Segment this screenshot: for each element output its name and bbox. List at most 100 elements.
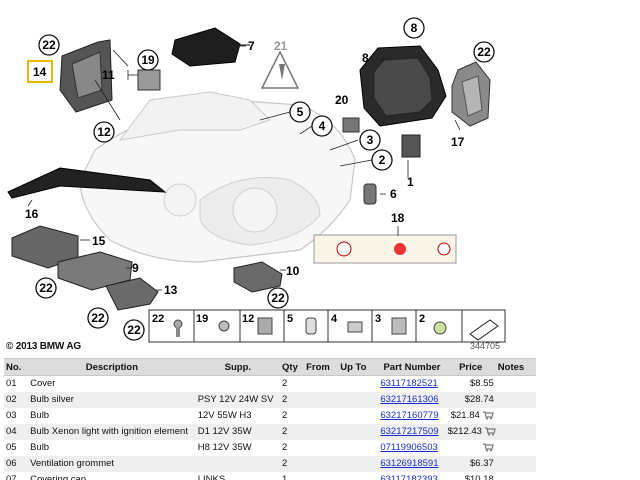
callout-16[interactable]: 16 xyxy=(25,207,39,221)
callout-9[interactable]: 9 xyxy=(132,261,139,275)
row-description: Covering cap xyxy=(28,471,196,480)
callout-18[interactable]: 18 xyxy=(391,211,405,225)
row-from xyxy=(304,423,339,440)
row-part-number: 63217160779 xyxy=(378,407,446,424)
callout-19[interactable]: 19 xyxy=(141,53,155,67)
price-value: $28.74 xyxy=(464,394,494,405)
callout-13[interactable]: 13 xyxy=(164,283,178,297)
headlight-housing xyxy=(79,91,356,263)
row-notes xyxy=(495,375,536,392)
col-upto: Up To xyxy=(338,358,379,376)
row-upto xyxy=(338,423,379,440)
callout-4[interactable]: 4 xyxy=(319,119,326,133)
callout-22e[interactable]: 22 xyxy=(91,311,105,325)
callout-21[interactable]: 21 xyxy=(274,39,288,53)
row-upto xyxy=(338,455,379,472)
callout-10[interactable]: 10 xyxy=(286,264,300,278)
callout-22[interactable]: 22 xyxy=(42,38,56,52)
col-notes: Notes xyxy=(495,358,536,376)
row-qty: 1 xyxy=(280,471,305,480)
row-upto xyxy=(338,439,379,456)
row-from xyxy=(304,471,339,480)
part-number-link[interactable]: 63126918591 xyxy=(380,458,439,469)
row-price: $10.18 xyxy=(445,471,496,480)
row-description: Cover xyxy=(28,375,196,392)
callout-2[interactable]: 2 xyxy=(379,153,386,167)
callout-14-highlighted[interactable]: 14 xyxy=(33,65,47,79)
row-no: 06 xyxy=(4,455,29,472)
callout-22c[interactable]: 22 xyxy=(477,45,491,59)
row-price: $6.37 xyxy=(445,455,496,472)
callout-22b[interactable]: 8 xyxy=(411,21,418,35)
price-value: $6.37 xyxy=(470,458,494,469)
row-no: 07 xyxy=(4,471,29,480)
table-header-row: No. Description Supp. Qty From Up To Par… xyxy=(4,358,536,376)
col-from: From xyxy=(304,358,339,376)
row-from xyxy=(304,407,339,424)
legend-4[interactable]: 4 xyxy=(331,313,338,325)
row-supp xyxy=(195,375,281,392)
callout-17[interactable]: 17 xyxy=(451,135,465,149)
row-price xyxy=(445,439,496,456)
row-qty: 2 xyxy=(280,407,305,424)
part-number-link[interactable]: 63117182521 xyxy=(380,378,438,390)
row-qty: 2 xyxy=(280,375,305,392)
legend-2[interactable]: 2 xyxy=(419,313,425,325)
part-number-link[interactable]: 63117182393 xyxy=(380,474,438,480)
row-description: Bulb xyxy=(28,407,196,424)
row-upto xyxy=(338,391,379,408)
parts-table: No. Description Supp. Qty From Up To Par… xyxy=(4,358,536,480)
row-qty: 2 xyxy=(280,439,305,456)
callout-12[interactable]: 12 xyxy=(97,125,111,139)
legend-22[interactable]: 22 xyxy=(152,313,164,325)
price-value: $21.84 xyxy=(450,410,480,421)
cart-icon[interactable] xyxy=(482,411,494,420)
row-notes xyxy=(495,391,536,408)
row-part-number: 63217217509 xyxy=(378,423,446,440)
cart-icon[interactable] xyxy=(482,443,494,452)
callout-1[interactable]: 1 xyxy=(407,175,414,189)
part-number-link[interactable]: 63217161306 xyxy=(380,394,439,405)
cart-icon[interactable] xyxy=(484,427,496,436)
legend-3[interactable]: 3 xyxy=(375,313,381,325)
row-no: 03 xyxy=(4,407,29,424)
row-price: $21.84 xyxy=(445,407,496,424)
part-number-link[interactable]: 07119906503 xyxy=(380,442,438,453)
legend-5[interactable]: 5 xyxy=(287,313,293,325)
callout-22f[interactable]: 22 xyxy=(127,323,141,337)
callout-3[interactable]: 3 xyxy=(367,133,374,147)
callout-8[interactable]: 8 xyxy=(362,51,369,65)
part-number-link[interactable]: 63217160779 xyxy=(380,410,439,421)
row-supp: LINKS xyxy=(195,471,281,480)
row-no: 02 xyxy=(4,391,29,408)
row-notes xyxy=(495,471,536,480)
diagram-id: 344705 xyxy=(470,341,501,351)
col-no: No. xyxy=(4,358,29,376)
callout-20[interactable]: 20 xyxy=(335,93,349,107)
row-supp xyxy=(195,455,281,472)
row-part-number: 63217161306 xyxy=(378,391,446,408)
callout-22d[interactable]: 22 xyxy=(39,281,53,295)
row-part-number: 07119906503 xyxy=(378,439,446,456)
legend-19[interactable]: 19 xyxy=(196,313,208,325)
callout-5[interactable]: 5 xyxy=(297,105,304,119)
callout-11[interactable]: 11 xyxy=(102,68,115,82)
row-price: $28.74 xyxy=(445,391,496,408)
legend-12[interactable]: 12 xyxy=(242,313,254,325)
row-from xyxy=(304,455,339,472)
part-number-link[interactable]: 63217217509 xyxy=(380,426,439,437)
row-notes xyxy=(495,455,536,472)
price-value: $212.43 xyxy=(447,426,482,437)
callout-15[interactable]: 15 xyxy=(92,234,106,248)
col-part-number: Part Number xyxy=(378,358,446,376)
callout-7[interactable]: 7 xyxy=(248,39,255,53)
row-no: 04 xyxy=(4,423,29,440)
callout-22g[interactable]: 22 xyxy=(271,291,285,305)
row-upto xyxy=(338,407,379,424)
row-description: Ventilation grommet xyxy=(28,455,196,472)
callout-6[interactable]: 6 xyxy=(390,187,397,201)
row-description: Bulb xyxy=(28,439,196,456)
row-price: $8.55 xyxy=(445,375,496,392)
